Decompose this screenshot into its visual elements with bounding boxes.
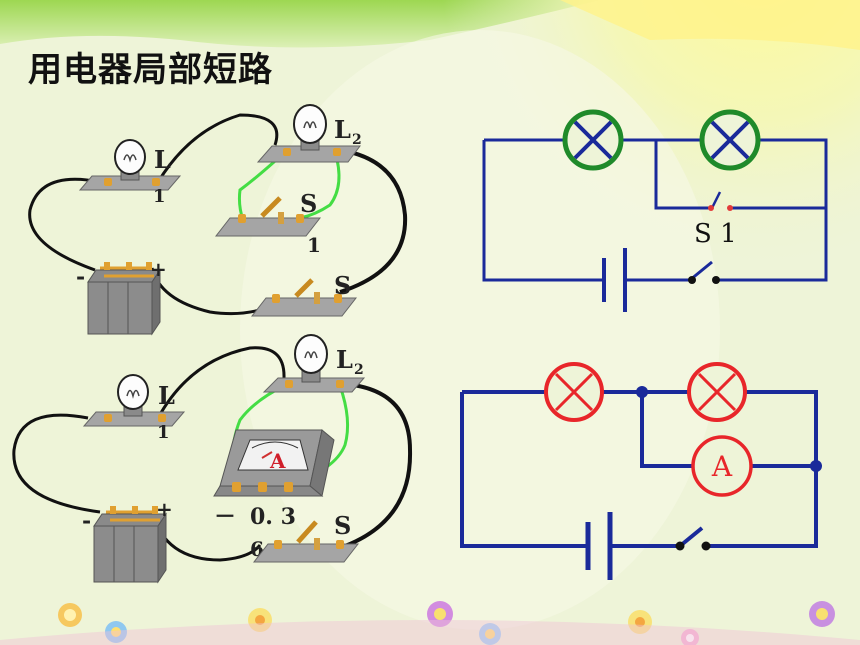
ammeter-symbol-icon: A bbox=[691, 435, 753, 497]
lamp-l2-subscript: 2 bbox=[352, 132, 362, 148]
lamp-l1-label: L bbox=[154, 145, 171, 174]
lamp-l2-label: L bbox=[336, 345, 353, 374]
terminal-minus-label: － bbox=[214, 504, 236, 530]
lamp-symbol-icon bbox=[562, 109, 624, 171]
schematic-switch-label: S 1 bbox=[694, 219, 737, 249]
lamp-l1-subscript: 1 bbox=[157, 422, 170, 443]
page-title: 用电器局部短路 bbox=[28, 50, 273, 90]
switch-main-label: S bbox=[334, 271, 351, 300]
bulb-icon bbox=[117, 374, 149, 410]
bulb-icon bbox=[114, 139, 146, 175]
battery-minus-label: - bbox=[76, 264, 85, 290]
battery-pack: - + bbox=[82, 497, 173, 584]
schematic-top-components: S 1 bbox=[562, 109, 761, 284]
lamp-l1-board: L 1 bbox=[82, 374, 186, 443]
lamp-l1-subscript: 1 bbox=[153, 186, 166, 207]
lamp-symbol-icon bbox=[687, 362, 747, 422]
schematic-top bbox=[482, 138, 828, 312]
switch-main-board: S bbox=[252, 511, 360, 563]
battery-plus-label: + bbox=[156, 497, 173, 521]
bulb-icon bbox=[294, 334, 328, 374]
ammeter-device: A － 0. 3 6 bbox=[213, 429, 335, 561]
ammeter-label: A bbox=[269, 449, 286, 473]
switch-main-label: S bbox=[334, 511, 351, 540]
lamp-l2-board: L 2 bbox=[256, 104, 362, 163]
switch-main-board: S bbox=[250, 271, 358, 317]
battery-pack: - + bbox=[76, 257, 167, 336]
switch-s1-board: S 1 bbox=[214, 189, 322, 257]
flower-border bbox=[0, 601, 860, 645]
physical-circuit-bottom: L 1 L 2 A － 0. 3 6 bbox=[12, 334, 413, 584]
switch-s1-subscript: 1 bbox=[307, 233, 321, 257]
lamp-symbol-icon bbox=[544, 362, 604, 422]
switch-s1-label: S bbox=[300, 189, 317, 218]
lamp-symbol-icon bbox=[699, 109, 761, 171]
lamp-l2-label: L bbox=[334, 115, 351, 144]
battery-minus-label: - bbox=[82, 508, 91, 534]
lamp-l2-subscript: 2 bbox=[354, 362, 364, 378]
battery-plus-label: + bbox=[150, 257, 167, 281]
lamp-l2-board: L 2 bbox=[262, 334, 366, 393]
terminal-03-label: 0. 3 bbox=[250, 504, 296, 530]
schematic-bottom-components: A bbox=[544, 362, 822, 551]
bulb-icon bbox=[293, 104, 327, 144]
schematic-ammeter-label: A bbox=[711, 450, 733, 483]
lamp-l1-label: L bbox=[158, 381, 175, 410]
lamp-l1-board: L 1 bbox=[78, 139, 182, 207]
physical-circuit-top: L 1 L 2 S 1 bbox=[28, 104, 408, 336]
